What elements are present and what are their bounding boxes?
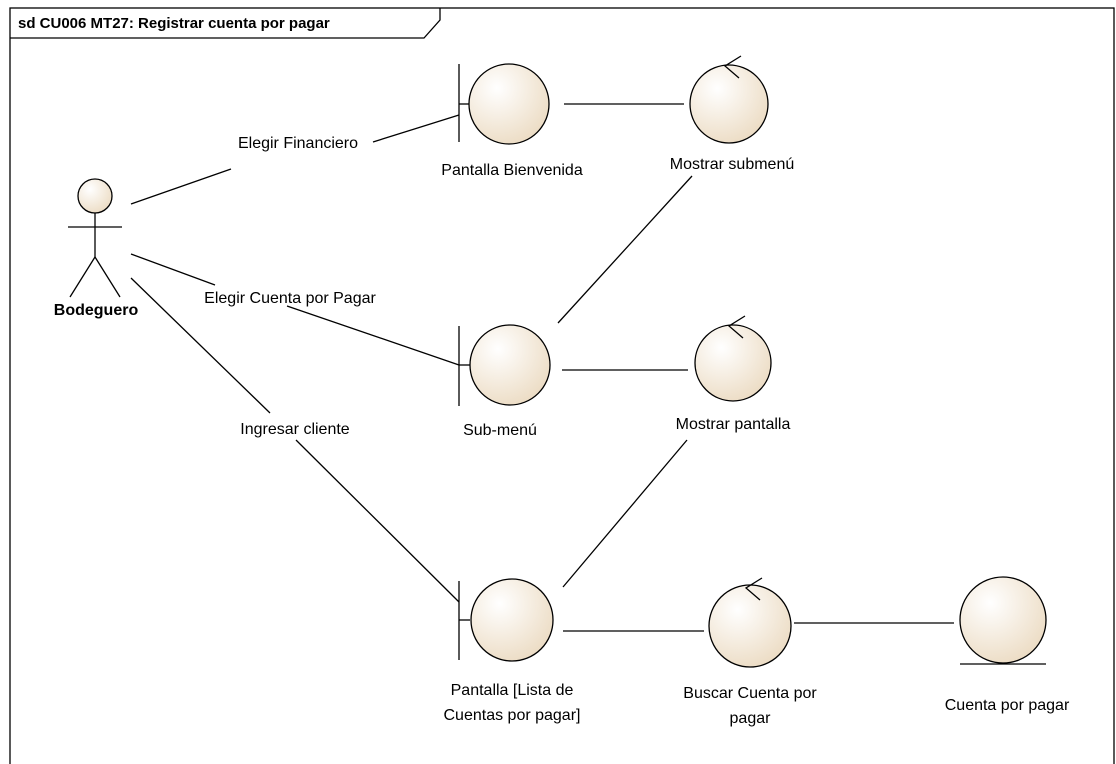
entity-cuenta-por-pagar[interactable]: Cuenta por pagar bbox=[945, 576, 1070, 714]
control-mostrar-submenu[interactable]: Mostrar submenú bbox=[670, 55, 795, 173]
boundary-label-line2: Cuentas por pagar] bbox=[444, 707, 581, 724]
entity-ball bbox=[959, 576, 1047, 664]
link-actor-lista-b bbox=[295, 439, 460, 603]
control-arrow bbox=[727, 315, 746, 339]
control-buscar-cuenta[interactable]: Buscar Cuenta por pagar bbox=[683, 577, 817, 727]
boundary-ball bbox=[469, 324, 551, 406]
boundary-label-line1: Pantalla [Lista de bbox=[451, 682, 574, 699]
boundary-sub-menu[interactable]: Sub-menú bbox=[458, 324, 551, 439]
control-ball bbox=[708, 584, 792, 668]
message-elegir-financiero: Elegir Financiero bbox=[238, 135, 358, 152]
link-submenu-mostrar bbox=[557, 175, 693, 324]
message-elegir-cuenta: Elegir Cuenta por Pagar bbox=[204, 290, 376, 307]
boundary-label: Sub-menú bbox=[463, 422, 537, 439]
entity-label: Cuenta por pagar bbox=[945, 697, 1070, 714]
actor-left-leg bbox=[69, 256, 96, 298]
diagram-frame: sd CU006 MT27: Registrar cuenta por paga… bbox=[9, 7, 1115, 764]
control-ball bbox=[689, 64, 769, 144]
boundary-pantalla-bienvenida[interactable]: Pantalla Bienvenida bbox=[441, 63, 583, 179]
boundary-label: Pantalla Bienvenida bbox=[441, 162, 583, 179]
control-label: Mostrar pantalla bbox=[676, 416, 791, 433]
actor-label: Bodeguero bbox=[54, 302, 139, 319]
link-actor-cuenta-a bbox=[130, 253, 216, 286]
control-mostrar-pantalla[interactable]: Mostrar pantalla bbox=[676, 315, 791, 433]
control-label: Mostrar submenú bbox=[670, 156, 795, 173]
frame-title: sd CU006 MT27: Registrar cuenta por paga… bbox=[18, 15, 330, 32]
control-label-line1: Buscar Cuenta por bbox=[683, 685, 817, 702]
link-lista-pantalla bbox=[562, 439, 688, 588]
connectors bbox=[130, 103, 954, 632]
link-actor-lista-a bbox=[130, 277, 271, 414]
boundary-ball bbox=[468, 63, 550, 145]
message-ingresar-cliente: Ingresar cliente bbox=[240, 421, 349, 438]
link-actor-financiero-a bbox=[130, 168, 232, 205]
control-arrow bbox=[723, 55, 742, 79]
actor-right-leg bbox=[94, 256, 121, 298]
boundary-pantalla-lista[interactable]: Pantalla [Lista de Cuentas por pagar] bbox=[444, 578, 581, 724]
link-actor-financiero-b bbox=[372, 114, 460, 143]
control-ball bbox=[694, 324, 772, 402]
actor-head bbox=[77, 178, 113, 214]
control-arrow bbox=[744, 577, 763, 601]
actor-bodeguero[interactable]: Bodeguero bbox=[54, 178, 139, 319]
link-actor-cuenta-b bbox=[286, 305, 460, 366]
control-label-line2: pagar bbox=[730, 710, 772, 727]
boundary-ball bbox=[470, 578, 554, 662]
